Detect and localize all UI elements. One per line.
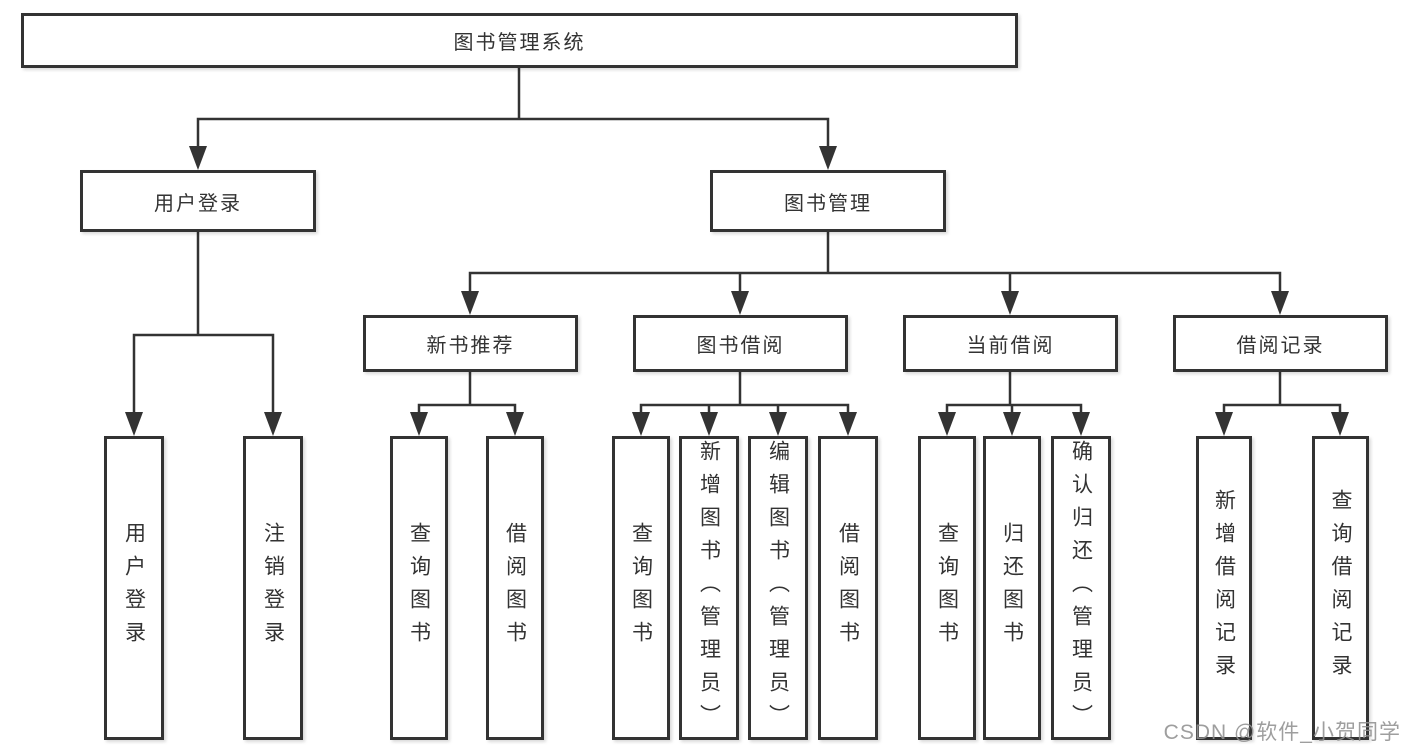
book-borrowing-to-leaves (632, 370, 857, 436)
leaf-query-books-borrowing-label: 查询图书 (629, 522, 653, 654)
arrowhead-down-icon (461, 291, 479, 315)
leaf-query-books-current-label: 查询图书 (935, 522, 959, 654)
leaf-edit-books-admin-label: 编辑图书（管理员） (766, 439, 790, 737)
current-borrowing-to-leaves (938, 370, 1090, 436)
arrowhead-down-icon (1215, 412, 1233, 436)
leaf-query-borrow-record-label: 查询借阅记录 (1329, 489, 1352, 687)
leaf-confirm-return-admin: 确认归还（管理员） (1051, 436, 1111, 740)
arrowhead-down-icon (410, 412, 428, 436)
leaf-user-login-label: 用户登录 (122, 522, 146, 654)
leaf-return-books-label: 归还图书 (1000, 522, 1024, 654)
node-borrowing-records: 借阅记录 (1173, 315, 1388, 372)
leaf-add-books-admin: 新增图书（管理员） (679, 436, 739, 740)
leaf-query-books-borrowing: 查询图书 (612, 436, 670, 740)
arrowhead-down-icon (1003, 412, 1021, 436)
leaf-logout-label: 注销登录 (261, 522, 285, 654)
leaf-query-books-current: 查询图书 (918, 436, 976, 740)
node-current-borrowing-label: 当前借阅 (966, 335, 1055, 357)
leaf-query-borrow-record: 查询借阅记录 (1312, 436, 1369, 740)
arrowhead-down-icon (700, 412, 718, 436)
book-management-to-level3 (461, 230, 1289, 315)
arrowhead-down-icon (839, 412, 857, 436)
leaf-query-books-recommend-label: 查询图书 (407, 522, 431, 654)
arrowhead-down-icon (1271, 291, 1289, 315)
leaf-user-login: 用户登录 (104, 436, 164, 740)
leaf-add-books-admin-label: 新增图书（管理员） (697, 439, 721, 737)
arrowhead-down-icon (1001, 291, 1019, 315)
leaf-query-books-recommend: 查询图书 (390, 436, 448, 740)
borrowing-records-to-leaves (1215, 370, 1349, 436)
node-book-management-label: 图书管理 (784, 192, 872, 215)
leaf-add-borrow-record-label: 新增借阅记录 (1212, 489, 1236, 687)
new-book-recommend-to-leaves (410, 370, 524, 436)
node-book-borrowing: 图书借阅 (633, 315, 848, 372)
arrowhead-down-icon (769, 412, 787, 436)
leaf-borrow-books-recommend-label: 借阅图书 (503, 522, 527, 654)
arrowhead-down-icon (1072, 412, 1090, 436)
node-new-book-recommend: 新书推荐 (363, 315, 578, 372)
node-borrowing-records-label: 借阅记录 (1236, 335, 1325, 357)
leaf-logout: 注销登录 (243, 436, 303, 740)
node-new-book-recommend-label: 新书推荐 (426, 335, 515, 357)
arrowhead-down-icon (189, 146, 207, 170)
arrowhead-down-icon (632, 412, 650, 436)
root-box-label: 图书管理系统 (453, 32, 586, 54)
arrowhead-down-icon (264, 412, 282, 436)
arrowhead-down-icon (819, 146, 837, 170)
arrowhead-down-icon (938, 412, 956, 436)
leaf-add-borrow-record: 新增借阅记录 (1196, 436, 1252, 740)
leaf-return-books: 归还图书 (983, 436, 1041, 740)
arrowhead-down-icon (506, 412, 524, 436)
node-current-borrowing: 当前借阅 (903, 315, 1118, 372)
arrowhead-down-icon (1331, 412, 1349, 436)
leaf-edit-books-admin: 编辑图书（管理员） (748, 436, 808, 740)
leaf-borrow-books-borrowing-label: 借阅图书 (836, 522, 860, 654)
root-box: 图书管理系统 (21, 13, 1018, 68)
node-book-management: 图书管理 (710, 170, 946, 232)
arrowhead-down-icon (731, 291, 749, 315)
leaf-borrow-books-recommend: 借阅图书 (486, 436, 544, 740)
node-user-login-label: 用户登录 (154, 192, 242, 215)
user-login-to-leaves (125, 230, 282, 436)
root-to-level2 (189, 66, 837, 170)
node-user-login: 用户登录 (80, 170, 316, 232)
arrowhead-down-icon (125, 412, 143, 436)
leaf-borrow-books-borrowing: 借阅图书 (818, 436, 878, 740)
node-book-borrowing-label: 图书借阅 (696, 335, 785, 357)
leaf-confirm-return-admin-label: 确认归还（管理员） (1069, 439, 1093, 737)
watermark: CSDN @软件_小贺同学 (1163, 721, 1401, 744)
